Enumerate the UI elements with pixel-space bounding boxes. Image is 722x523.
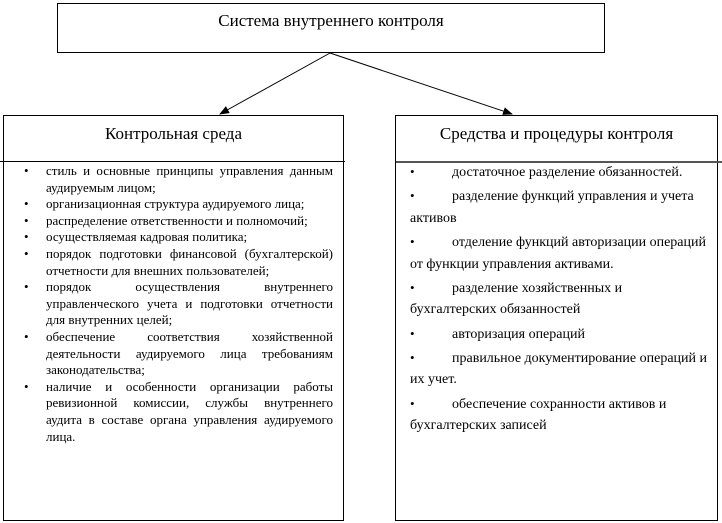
bullet-icon: • xyxy=(410,279,415,295)
system-title: Система внутреннего контроля xyxy=(218,11,444,30)
bullet-icon: • xyxy=(24,212,29,228)
bullet-icon: • xyxy=(24,378,29,394)
list-item: •порядок подготовки финансовой (бухгалте… xyxy=(24,245,333,278)
control-environment-list: •стиль и основные принципы управления да… xyxy=(4,163,339,445)
bullet-icon: • xyxy=(410,325,415,341)
bullet-icon: • xyxy=(410,395,415,411)
list-item: •распределение ответственности и полномо… xyxy=(24,212,308,228)
divider xyxy=(0,161,345,162)
list-item: •наличие и особенности организации работ… xyxy=(24,378,333,444)
control-environment-box: Контрольная среда •стиль и основные прин… xyxy=(0,115,345,521)
list-item: •осуществляемая кадровая политика; xyxy=(24,229,248,245)
list-item: •стиль и основные принципы управления да… xyxy=(24,163,333,195)
control-environment-heading: Контрольная среда xyxy=(104,124,242,143)
bullet-icon: • xyxy=(24,245,29,261)
divider xyxy=(396,161,722,163)
control-procedures-box: Средства и процедуры контроля •достаточн… xyxy=(395,115,722,521)
bullet-icon: • xyxy=(24,163,29,178)
list-item: •обеспечение сохранности активов и бухга… xyxy=(410,393,710,437)
bullet-icon: • xyxy=(410,188,415,204)
control-procedures-heading: Средства и процедуры контроля xyxy=(439,124,674,143)
bullet-icon: • xyxy=(410,233,415,249)
list-item: •отделение функций авторизации операций … xyxy=(410,231,710,275)
list-item: •разделение функций управления и учета а… xyxy=(410,185,710,229)
list-item: •организационная структура аудируемого л… xyxy=(24,196,305,212)
bullet-icon: • xyxy=(24,229,29,245)
list-item: •правильное документирование операций и … xyxy=(410,347,710,391)
list-item: •авторизация операций xyxy=(410,323,710,346)
arrow-to-control-procedures xyxy=(329,52,513,115)
system-title-box: Система внутреннего контроля xyxy=(57,3,605,53)
list-item: •обеспечение соответствия хозяйственной … xyxy=(24,328,333,378)
bullet-icon: • xyxy=(410,349,415,365)
bullet-icon: • xyxy=(24,279,29,295)
list-item: •достаточное разделение обязанностей. xyxy=(410,161,710,184)
bullet-icon: • xyxy=(24,196,29,212)
list-item: •порядок осуществления внутреннего управ… xyxy=(24,279,333,328)
bullet-icon: • xyxy=(410,164,415,179)
list-item: •разделение хозяйственных и бухгалтерски… xyxy=(410,277,710,321)
control-procedures-list: •достаточное разделение обязанностей. •р… xyxy=(410,161,710,438)
arrow-to-control-environment xyxy=(219,52,331,115)
bullet-icon: • xyxy=(24,328,29,344)
